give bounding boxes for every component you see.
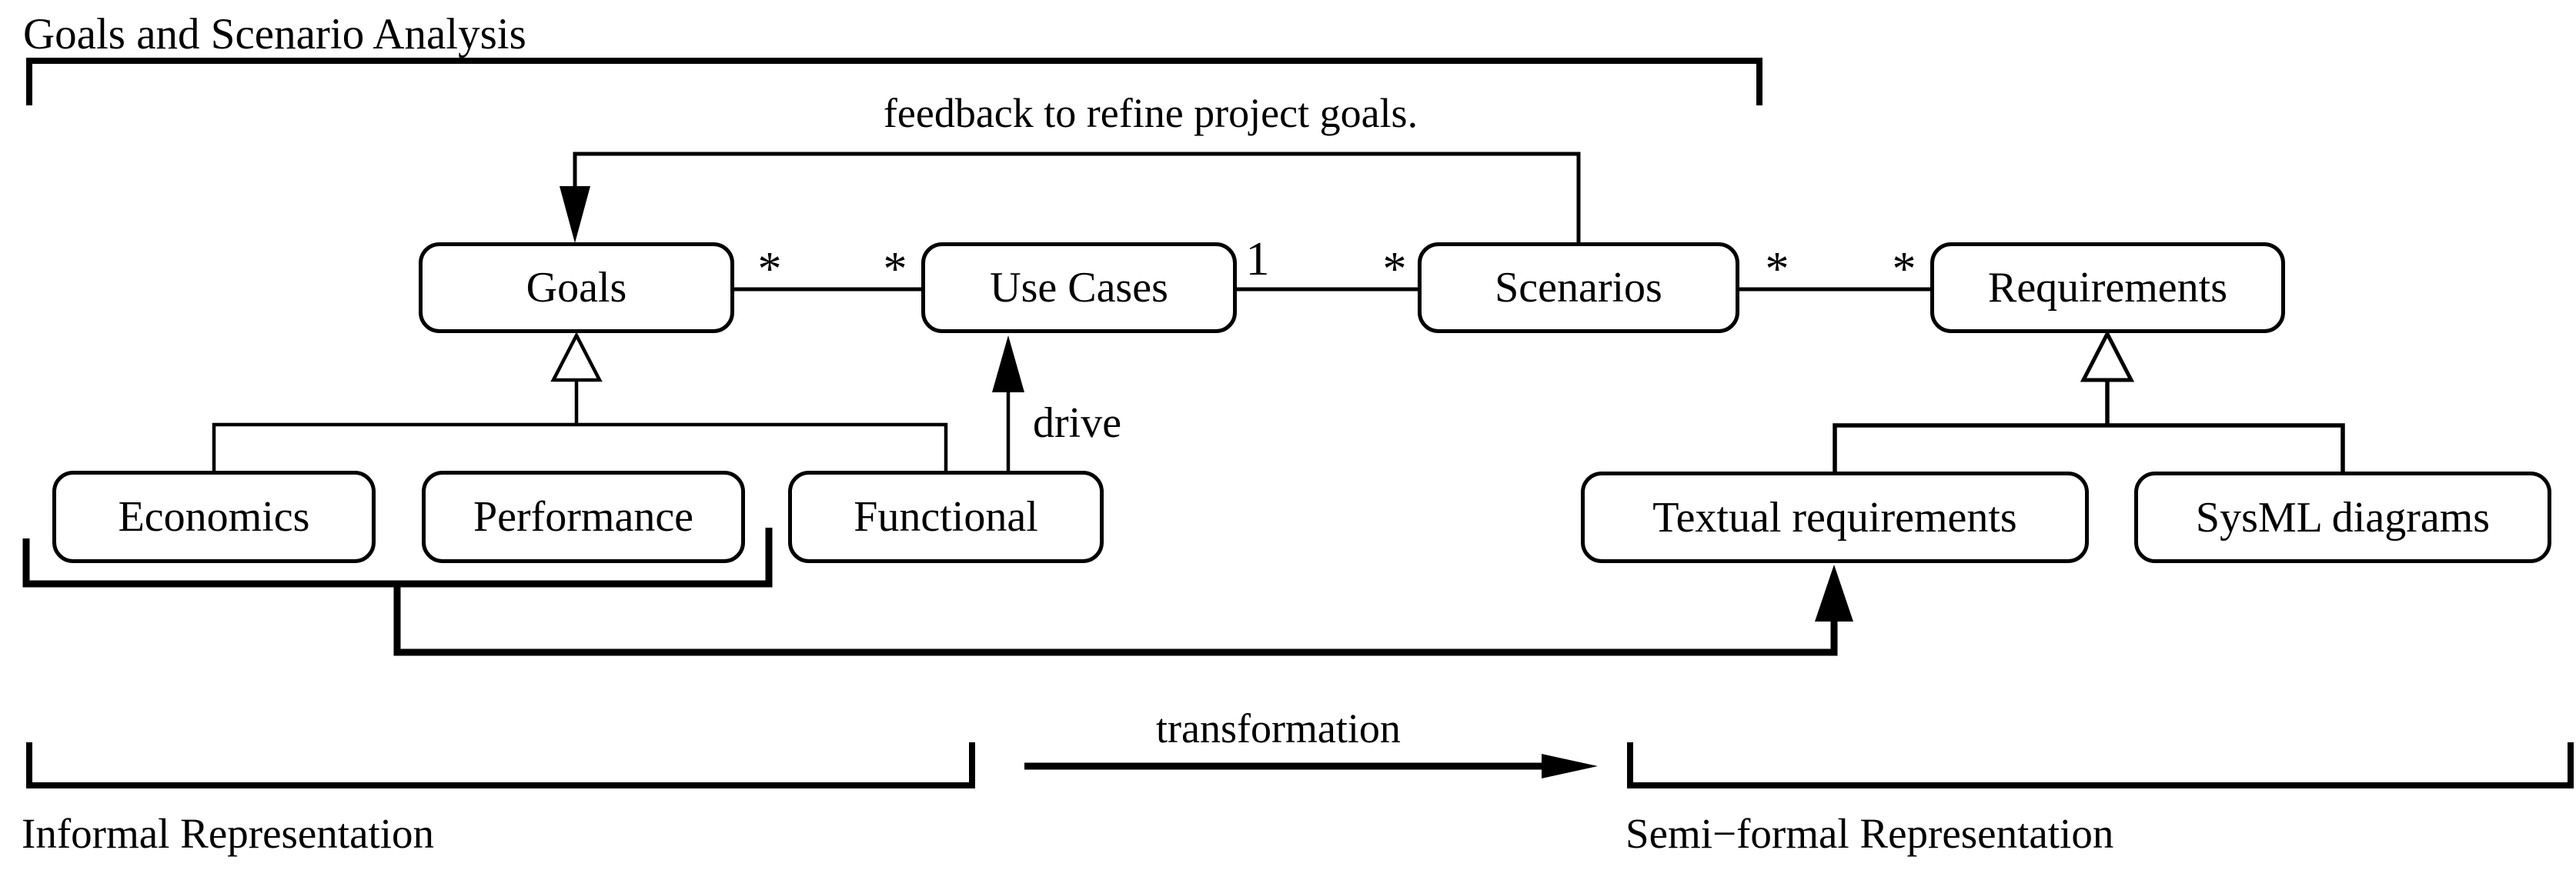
goals-generalization-triangle-icon [550,332,603,382]
multiplicity-scenarios-start: * [1382,243,1407,295]
node-requirements: Requirements [1930,242,2285,333]
informal-region-bracket [26,742,975,788]
multiplicity-requirements-start: * [1892,243,1916,295]
node-use-cases: Use Cases [921,242,1237,333]
drive-edge-label: drive [1033,399,1122,447]
multiplicity-usecases-end: 1 [1245,233,1270,285]
transformation-connector-line [393,582,1838,656]
analysis-scope-bracket [26,58,1762,105]
node-scenarios: Scenarios [1418,242,1739,333]
node-sysml-diagrams: SysML diagrams [2134,472,2551,563]
node-functional: Functional [788,471,1104,563]
feedback-connector-line [573,152,1581,242]
node-performance: Performance [422,471,745,563]
transformation-arrow-label: transformation [1156,705,1401,752]
multiplicity-goals-end: * [757,243,782,295]
feedback-edge-label: feedback to refine project goals. [883,90,1418,136]
multiplicity-usecases-start: * [883,243,907,295]
node-goals: Goals [419,242,734,333]
transformation-connector-arrowhead-icon [1815,565,1853,622]
drive-arrowhead-icon [992,335,1024,392]
node-textual-requirements: Textual requirements [1581,472,2089,563]
informal-representation-label: Informal Representation [22,810,435,857]
semiformal-representation-label: Semi−formal Representation [1625,810,2114,857]
multiplicity-scenarios-end: * [1765,243,1789,295]
requirements-generalization-triangle-icon [2080,329,2135,382]
goals-generalization-lines [212,380,948,471]
node-economics: Economics [52,471,376,563]
requirements-generalization-lines [1833,380,2345,472]
transformation-arrowhead-icon [1542,754,1598,778]
semiformal-region-bracket [1627,742,2574,788]
feedback-arrowhead-icon [560,186,590,243]
diagram-title: Goals and Scenario Analysis [23,10,526,58]
